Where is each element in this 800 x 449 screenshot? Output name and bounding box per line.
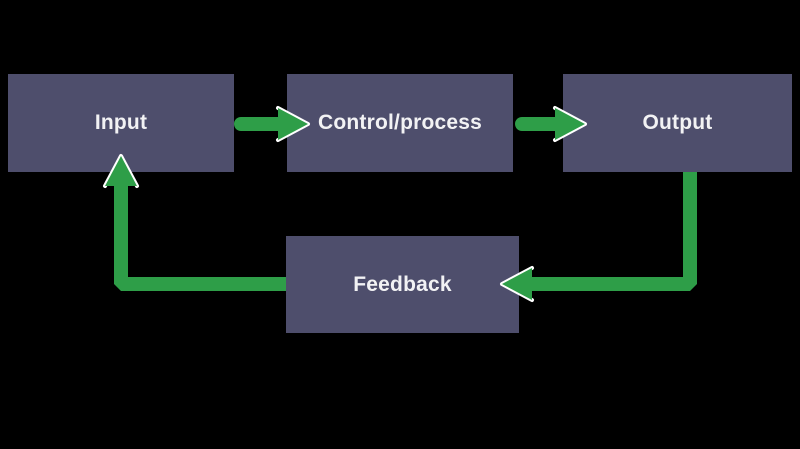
node-output-label: Output [642,111,713,134]
node-input-label: Input [94,111,148,134]
node-control-process-label: Control/process [317,111,483,134]
node-input: Input [8,74,234,172]
arrow-feedback-to-input [103,154,286,291]
node-feedback: Feedback [286,236,519,333]
node-output: Output [563,74,792,172]
arrow-feedback-to-input-shaft [114,186,286,291]
arrow-output-to-feedback [500,172,697,302]
node-feedback-label: Feedback [353,272,452,296]
node-control-process: Control/process [287,74,513,172]
arrow-output-to-feedback-shaft [532,172,697,291]
